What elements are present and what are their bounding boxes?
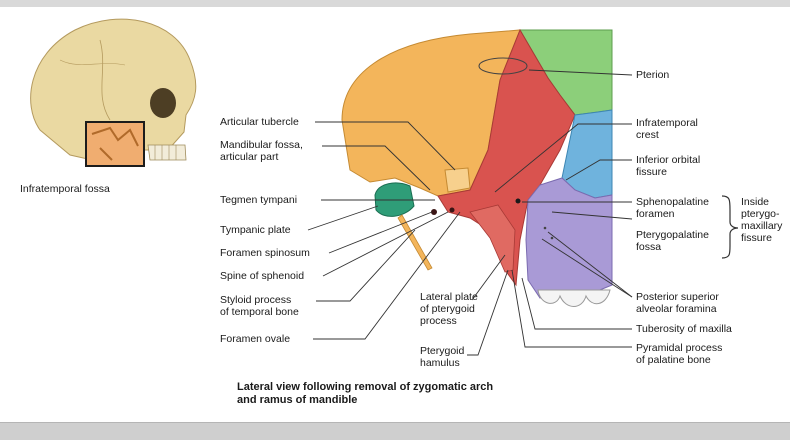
pterygoid-plate-shape: [469, 204, 516, 273]
label-pterygopalatine-fossa: Pterygopalatine fossa: [636, 229, 709, 253]
label-styloid-line1: Styloid process: [220, 294, 292, 306]
label-inside-line3: maxillary: [741, 220, 783, 232]
label-mandibular-fossa-line1: Mandibular fossa,: [220, 139, 303, 151]
label-spine-of-sphenoid: Spine of sphenoid: [220, 270, 305, 282]
figure-caption-line1: Lateral view following removal of zygoma…: [237, 381, 494, 393]
label-foramen-ovale: Foramen ovale: [220, 333, 291, 345]
main-diagram: [341, 28, 613, 307]
bottom-bar: [0, 422, 790, 440]
label-lateral-plate-line3: process: [420, 315, 457, 327]
label-sphenopalatine-line1: Sphenopalatine: [636, 196, 709, 208]
articular-tubercle-shape: [444, 167, 471, 193]
label-pterygoid-hamulus: Pterygoid hamulus: [420, 345, 464, 369]
label-pterygopalatine-line2: fossa: [636, 241, 662, 253]
figure-caption: Lateral view following removal of zygoma…: [237, 381, 493, 407]
label-inside-line2: pterygo-: [741, 208, 780, 220]
label-pyramidal-line2: of palatine bone: [636, 354, 711, 366]
label-styloid-process: Styloid process of temporal bone: [220, 294, 299, 318]
figure-caption-line2: and ramus of mandible: [237, 394, 358, 406]
label-inside-line1: Inside: [741, 196, 770, 208]
label-infratemporal-line1: Infratemporal: [636, 117, 698, 129]
pterion-circle: [478, 57, 528, 75]
label-hamulus-line1: Pterygoid: [420, 345, 465, 357]
label-inside-line4: fissure: [741, 232, 772, 244]
styloid-process-shape: [397, 214, 433, 271]
label-mandibular-fossa: Mandibular fossa, articular part: [220, 139, 303, 163]
label-infratemporal-line2: crest: [636, 129, 659, 141]
label-lateral-plate: Lateral plate of pterygoid process: [420, 291, 478, 327]
bracket-brace: [721, 195, 739, 259]
temporal-bone: [341, 29, 521, 197]
label-posterior-superior-line2: alveolar foramina: [636, 303, 717, 315]
label-lateral-plate-line2: of pterygoid: [420, 303, 475, 315]
molar-teeth: [537, 289, 611, 307]
label-foramen-spinosum: Foramen spinosum: [220, 247, 310, 259]
label-pyramidal-line1: Pyramidal process: [636, 342, 723, 354]
label-posterior-superior-alveolar-foramina: Posterior superior alveolar foramina: [636, 291, 719, 315]
label-styloid-line2: of temporal bone: [220, 306, 299, 318]
label-pterygopalatine-line1: Pterygopalatine: [636, 229, 709, 241]
label-tuberosity-of-maxilla: Tuberosity of maxilla: [636, 323, 732, 335]
label-mandibular-fossa-line2: articular part: [220, 151, 279, 163]
label-hamulus-line2: hamulus: [420, 357, 460, 369]
label-posterior-superior-line1: Posterior superior: [636, 291, 719, 303]
inset-skull: [30, 18, 197, 167]
label-tympanic-plate: Tympanic plate: [220, 224, 291, 236]
label-inferior-orbital-line2: fissure: [636, 166, 667, 178]
label-tegmen-tympani: Tegmen tympani: [220, 194, 298, 206]
label-pyramidal-process: Pyramidal process of palatine bone: [636, 342, 722, 366]
label-inferior-orbital-fissure: Inferior orbital fissure: [636, 154, 700, 178]
label-inferior-orbital-line1: Inferior orbital: [636, 154, 701, 166]
inset-caption: Infratemporal fossa: [20, 183, 110, 195]
label-sphenopalatine-foramen: Sphenopalatine foramen: [636, 196, 709, 220]
label-articular-tubercle: Articular tubercle: [220, 116, 299, 128]
label-infratemporal-crest: Infratemporal crest: [636, 117, 698, 141]
label-pterion: Pterion: [636, 69, 670, 81]
top-bar: [0, 0, 790, 7]
label-inside-pterygomaxillary-fissure: Inside pterygo- maxillary fissure: [741, 196, 782, 244]
sphenoid-bone: [437, 28, 576, 287]
label-sphenopalatine-line2: foramen: [636, 208, 675, 220]
leader-lines: [307, 69, 633, 356]
label-lateral-plate-line1: Lateral plate: [420, 291, 478, 303]
